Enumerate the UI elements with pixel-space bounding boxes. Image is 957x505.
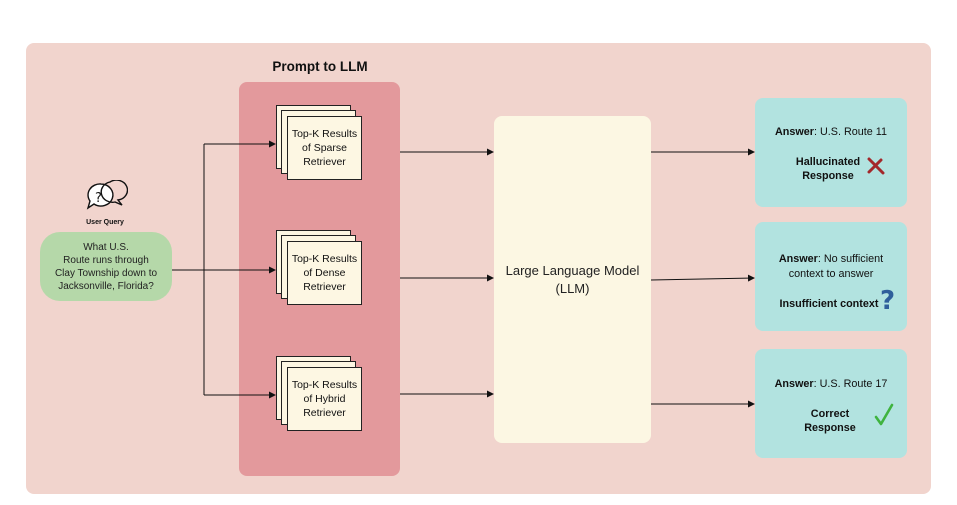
answer-status: Correct Response [804, 408, 856, 434]
answer-value: : U.S. Route 11 [813, 126, 888, 138]
retriever-stack-hybrid: Top-K Results of Hybrid Retriever [276, 356, 366, 436]
cross-icon [866, 157, 886, 178]
answer-prefix: Answer [774, 126, 814, 138]
user-query-text: What U.S. Route runs through Clay Townsh… [40, 232, 172, 301]
answer-prefix: Answer [778, 253, 818, 265]
retriever-stack-sparse: Top-K Results of Sparse Retriever [276, 105, 366, 185]
svg-text:?: ? [880, 286, 895, 313]
answer-value-line2: context to answer [788, 268, 874, 280]
answer-line: Answer: No sufficient [755, 252, 907, 266]
retriever-stack-dense: Top-K Results of Dense Retriever [276, 230, 366, 310]
llm-box: Large Language Model (LLM) [494, 116, 651, 443]
answer-box-dense: Answer: No sufficient context to answer … [755, 222, 907, 331]
prompt-title: Prompt to LLM [272, 59, 368, 74]
check-icon [873, 402, 895, 431]
answer-status: Hallucinated Response [795, 156, 861, 182]
answer-prefix: Answer [774, 378, 814, 390]
answer-value: : No sufficient [817, 253, 884, 265]
answer-line: Answer: U.S. Route 11 [755, 125, 907, 139]
retriever-card-hybrid: Top-K Results of Hybrid Retriever [287, 367, 362, 431]
user-query-label: User Query [86, 219, 124, 226]
chat-bubbles-icon: ? [84, 179, 129, 218]
question-icon: ? [879, 285, 897, 316]
answer-value: : U.S. Route 17 [813, 378, 888, 390]
answer-status: Insufficient context [779, 298, 879, 310]
retriever-card-sparse: Top-K Results of Sparse Retriever [287, 116, 362, 180]
arrow-llm-to-answer-2 [650, 274, 755, 282]
svg-text:?: ? [95, 191, 102, 206]
answer-box-hybrid: Answer: U.S. Route 17 Correct Response [755, 349, 907, 458]
answer-box-sparse: Answer: U.S. Route 11 Hallucinated Respo… [755, 98, 907, 207]
answer-line: Answer: U.S. Route 17 [755, 377, 907, 391]
retriever-card-dense: Top-K Results of Dense Retriever [287, 241, 362, 305]
